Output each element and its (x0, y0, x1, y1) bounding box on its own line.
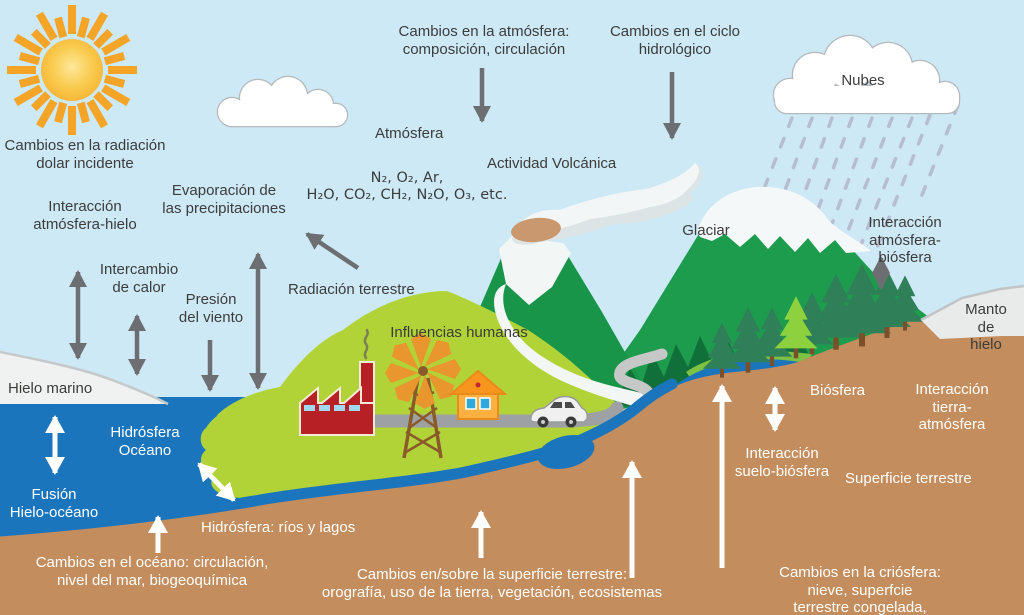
label-land-atmosphere: Interacción tierra-atmósfera (915, 381, 989, 434)
label-heat-exchange: Intercambio de calor (99, 261, 179, 296)
label-sea-ice: Hielo marino (8, 380, 93, 397)
label-solar-radiation: Cambios en la radiación dolar incidente (4, 137, 166, 172)
label-soil-biosphere: Interacción suelo-biósfera (734, 445, 830, 480)
label-atmosphere: Atmósfera (375, 125, 444, 142)
volcano-crater (511, 217, 561, 243)
label-land-surface: Superficie terrestre (845, 470, 972, 487)
label-ice-atmosphere: Interacción atmósfera-hielo (33, 198, 137, 233)
river (0, 378, 678, 537)
house-icon (448, 369, 508, 420)
label-ocean-changes: Cambios en el océano: circulación, nivel… (35, 554, 269, 589)
label-ice-ocean-fusion: Fusión Hielo-océano (9, 486, 99, 521)
label-hydro-cycle-changes: Cambios en el ciclo hidrológico (609, 23, 741, 58)
label-evaporation: Evaporación de las precipitaciones (162, 182, 286, 217)
arrow-rivers-lakes (197, 462, 236, 502)
label-atmosphere-biosphere: Interacción atmósfera-biósfera (868, 214, 942, 267)
clouds-icon (772, 34, 961, 115)
label-human-influences: Influencias humanas (390, 324, 528, 341)
gray-arrows (69, 68, 890, 392)
label-terrestrial-radiation: Radiación terrestre (288, 281, 415, 298)
ice-sheet-wedge (920, 284, 1024, 339)
sea-ice-shelf (0, 350, 169, 406)
label-glacier: Glaciar (682, 222, 730, 239)
label-ice-sheet: Manto de hielo (965, 301, 1007, 354)
factory-icon (299, 328, 375, 436)
sun-icon (7, 5, 137, 135)
white-arrows (45, 384, 785, 578)
label-gases: N₂, O₂, Ar, H₂O, CO₂, CH₂, N₂O, O₃, etc. (306, 170, 508, 204)
label-atmosphere-changes: Cambios en la atmósfera: composición, ci… (398, 23, 570, 58)
car-icon (530, 395, 588, 428)
label-wind-pressure: Presión del viento (178, 291, 244, 326)
label-rivers-lakes: Hidrósfera: ríos y lagos (201, 519, 356, 536)
label-biosphere: Biósfera (810, 382, 866, 399)
label-cryosphere-changes: Cambios en la criósfera: nieve, superfci… (779, 564, 941, 615)
label-clouds: Nubes (841, 72, 885, 89)
cloud-icon (216, 75, 349, 128)
label-surface-changes: Cambios en/sobre la superficie terrestre… (321, 566, 663, 601)
label-hydrosphere-ocean: Hidrósfera Océano (110, 424, 180, 459)
factory-smoke-icon (363, 328, 369, 360)
windmill-icon (385, 333, 461, 459)
arrow-terrestrial-radiation (305, 232, 360, 270)
volcano-smoke (511, 163, 703, 245)
label-volcanic-activity: Actividad Volcánica (487, 155, 617, 172)
